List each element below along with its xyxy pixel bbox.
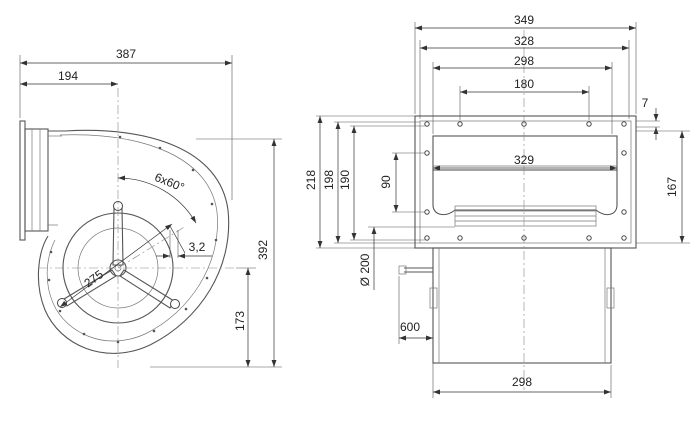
front-mounting-plate bbox=[414, 115, 637, 249]
dim-inlet-diameter: Ø 200 bbox=[358, 253, 372, 286]
dim-height: 392 bbox=[256, 240, 270, 260]
front-view: 349 328 298 180 329 7 167 218 198 190 90… bbox=[304, 13, 690, 398]
dim-slot-size: 7 bbox=[642, 96, 649, 110]
dim-outer-width: 349 bbox=[514, 13, 534, 27]
dim-lower-height: 173 bbox=[233, 311, 247, 331]
dim-width: 387 bbox=[116, 47, 136, 61]
dim-height-flange: 198 bbox=[322, 170, 336, 190]
dim-inner-width: 298 bbox=[514, 54, 534, 68]
motor-cable bbox=[398, 265, 433, 275]
motor-support-arms bbox=[57, 201, 180, 309]
dim-outlet-width: 329 bbox=[514, 153, 534, 167]
side-mounting-flange bbox=[19, 120, 62, 241]
dim-height-holes: 190 bbox=[338, 170, 352, 190]
dim-flange-width: 328 bbox=[514, 34, 534, 48]
front-mounting-holes bbox=[424, 121, 627, 241]
dim-housing-width: 298 bbox=[512, 375, 532, 389]
dim-bolt-pattern: 6x60° bbox=[153, 170, 187, 195]
scroll-housing bbox=[37, 129, 230, 354]
front-housing-body bbox=[429, 247, 615, 364]
dim-hole-size: 3,2 bbox=[189, 240, 206, 254]
dim-outlet-height: 167 bbox=[665, 177, 679, 197]
dim-cable-length: 600 bbox=[400, 320, 420, 334]
dim-hole-pitch: 180 bbox=[514, 77, 534, 91]
dim-height-total: 218 bbox=[304, 170, 318, 190]
dim-hole-spacing: 90 bbox=[379, 175, 393, 189]
side-view: 387 194 392 173 6x60° 3,2 275 bbox=[19, 47, 282, 368]
dim-axis-offset: 194 bbox=[58, 69, 78, 83]
